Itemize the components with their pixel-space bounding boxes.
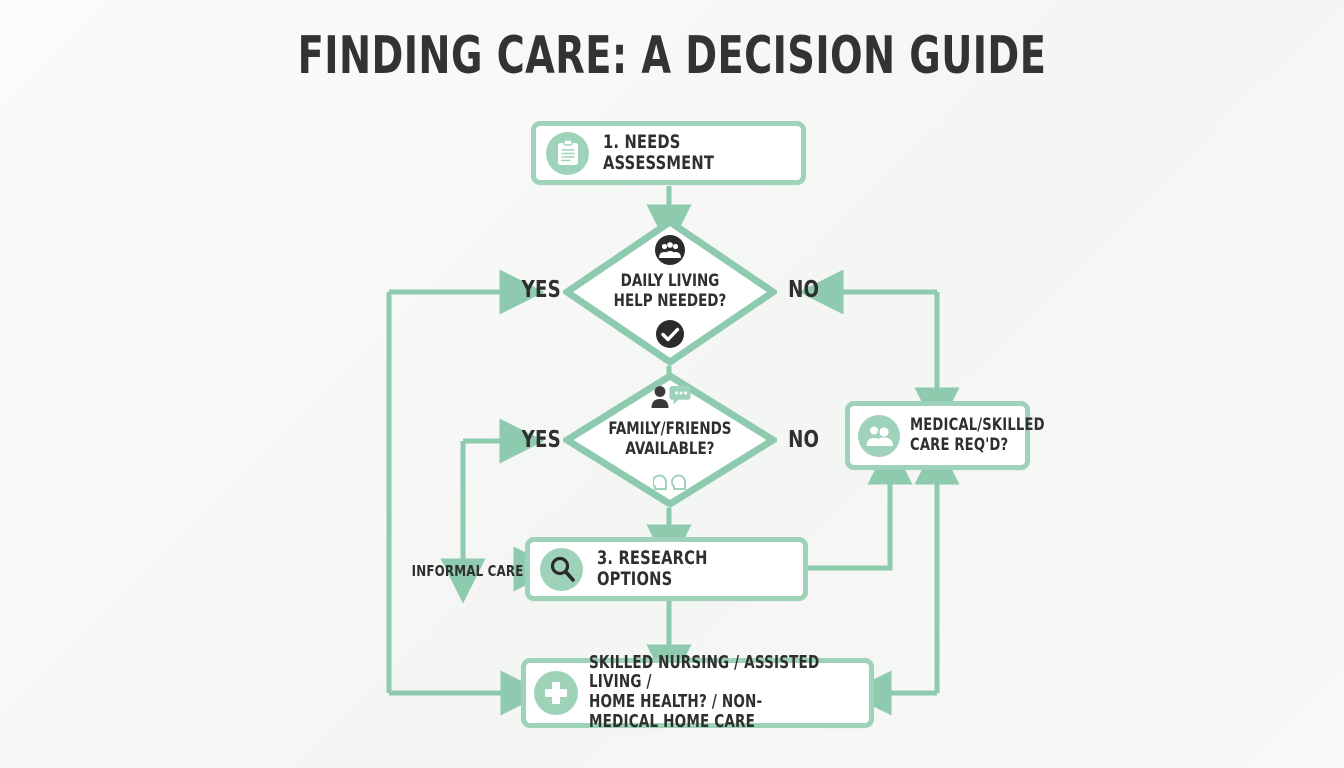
caregiver-people-icon xyxy=(858,414,900,457)
two-heads-icon xyxy=(652,467,687,496)
node-care-outcomes[interactable]: SKILLED NURSING / ASSISTED LIVING / HOME… xyxy=(521,653,874,731)
node-research-options[interactable]: 3. RESEARCH OPTIONS xyxy=(525,537,808,601)
node-care-outcomes-label: SKILLED NURSING / ASSISTED LIVING / HOME… xyxy=(589,652,820,732)
node-daily-living-decision[interactable]: DAILY LIVING HELP NEEDED? xyxy=(563,218,777,366)
person-speech-bubble-icon xyxy=(649,384,691,415)
edge-label-family-yes: YES xyxy=(521,427,561,453)
node-daily-living-label: DAILY LIVING HELP NEEDED? xyxy=(613,271,727,311)
node-family-friends-decision[interactable]: FAMILY/FRIENDS AVAILABLE? xyxy=(563,372,777,508)
edge-research-to-medical xyxy=(808,439,913,571)
node-needs-assessment-label: 1. NEEDS ASSESSMENT xyxy=(603,130,715,174)
node-needs-assessment[interactable]: 1. NEEDS ASSESSMENT xyxy=(531,121,806,185)
edge-label-informal-care: INFORMAL CARE xyxy=(411,562,524,580)
edge-label-daily-no: NO xyxy=(788,277,820,303)
edge-label-daily-yes: YES xyxy=(521,277,561,303)
node-family-friends-label: FAMILY/FRIENDS AVAILABLE? xyxy=(608,419,732,459)
node-research-options-label: 3. RESEARCH OPTIONS xyxy=(597,546,708,590)
check-circle-icon xyxy=(655,319,685,354)
node-medical-skilled-care[interactable]: MEDICAL/SKILLED CARE REQ'D? xyxy=(845,401,1045,470)
node-medical-skilled-care-label: MEDICAL/SKILLED CARE REQ'D? xyxy=(910,415,1045,455)
group-people-icon xyxy=(654,234,686,271)
magnifier-icon xyxy=(540,547,583,591)
edge-label-family-no: NO xyxy=(788,427,820,453)
clipboard-icon xyxy=(546,131,589,175)
page-title: FINDING CARE: A DECISION GUIDE xyxy=(297,26,1047,86)
medical-cross-icon xyxy=(534,671,578,715)
